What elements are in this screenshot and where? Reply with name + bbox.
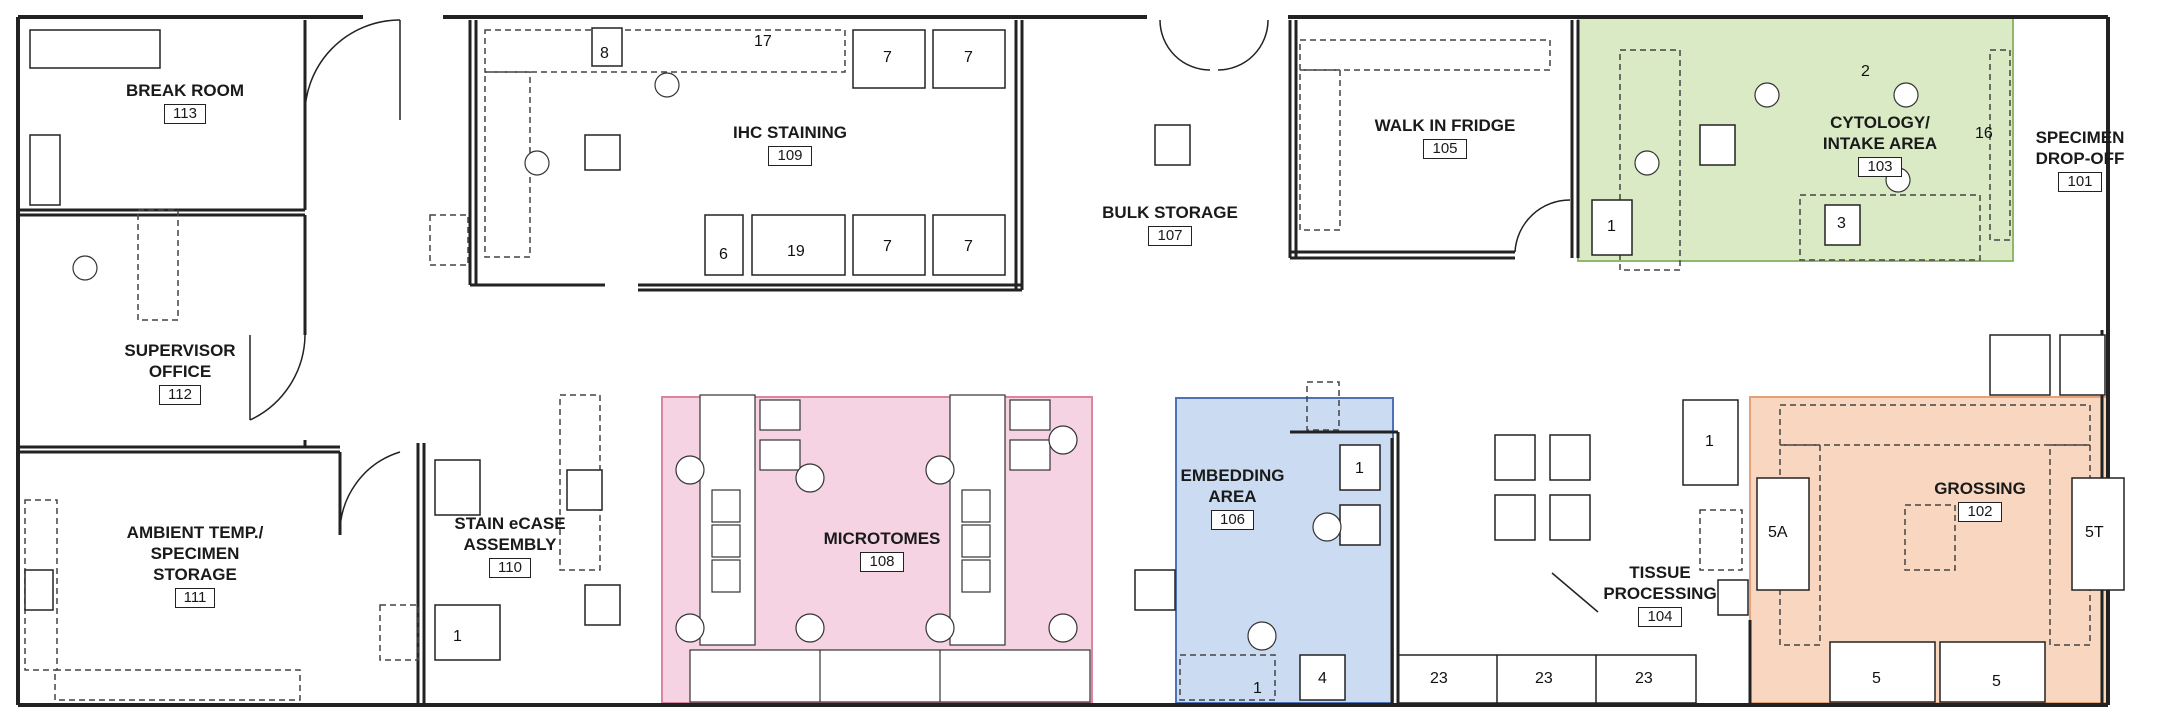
equipment-number: 1 [1607,218,1616,235]
equipment-number: 4 [1318,670,1327,687]
room-number: 110 [489,558,531,578]
room-number: 108 [860,552,904,572]
room-name: ASSEMBLY [463,535,557,554]
equipment-number: 5A [1768,524,1788,541]
equipment-number: 6 [719,246,728,263]
equipment-number: 1 [1253,680,1262,697]
room-label-fridge: WALK IN FRIDGE 105 [1365,115,1525,159]
room-name: STORAGE [153,565,237,584]
microtome-workstations [689,394,1091,703]
equipment-number: 16 [1975,125,1993,142]
room-name: GROSSING [1934,479,2026,498]
room-number: 113 [164,104,206,124]
room-name: DROP-OFF [2035,149,2125,168]
room-label-dropoff: SPECIMEN DROP-OFF 101 [2025,127,2135,192]
interior-walls [18,19,2104,705]
room-number: 104 [1638,607,1682,627]
room-label-break: BREAK ROOM 113 [120,80,250,124]
chairs [72,72,1919,651]
room-name: BULK STORAGE [1102,203,1238,222]
room-number: 105 [1423,139,1467,159]
room-number: 106 [1210,510,1255,530]
room-name: CYTOLOGY/ [1830,113,1930,132]
equipment-boxes [24,27,2125,703]
equipment-number: 19 [787,243,805,260]
equipment-number: 7 [883,238,892,255]
room-label-embedding: EMBEDDING AREA 106 [1175,465,1290,530]
room-label-cytology: CYTOLOGY/ INTAKE AREA 103 [1810,112,1950,177]
room-label-tissue: TISSUE PROCESSING 104 [1600,562,1720,627]
room-name: AREA [1208,487,1257,506]
room-name: IHC STAINING [733,123,847,142]
room-label-supervisor: SUPERVISOR OFFICE 112 [110,340,250,405]
equipment-number: 1 [1705,433,1714,450]
room-label-ambient: AMBIENT TEMP./ SPECIMEN STORAGE 111 [115,522,275,608]
room-number: 103 [1858,157,1902,177]
equipment-number: 5 [1872,670,1881,687]
room-name: MICROTOMES [823,529,941,548]
room-number: 102 [1958,502,2002,522]
room-number: 109 [768,146,812,166]
equipment-number: 7 [964,238,973,255]
room-number: 101 [2058,172,2102,192]
room-number: 107 [1148,226,1192,246]
room-name: EMBEDDING [1180,466,1285,485]
room-label-ihc: IHC STAINING 109 [715,122,865,166]
equipment-number: 23 [1535,670,1553,687]
equipment-number: 1 [1355,460,1364,477]
equipment-number: 3 [1837,215,1846,232]
equipment-number: 1 [453,628,462,645]
equipment-number: 2 [1861,63,1870,80]
room-name: SPECIMEN [2035,128,2125,147]
room-label-microtomes: MICROTOMES 108 [812,528,952,572]
room-name: SUPERVISOR [124,341,236,360]
equipment-number: 7 [964,49,973,66]
room-name: AMBIENT TEMP./ [126,523,264,542]
room-number: 112 [159,385,201,405]
equipment-number: 23 [1635,670,1653,687]
equipment-number: 17 [754,33,772,50]
room-name: SPECIMEN [150,544,240,563]
equipment-number: 7 [883,49,892,66]
room-label-stain: STAIN eCASE ASSEMBLY 110 [445,513,575,578]
room-name: PROCESSING [1603,584,1717,603]
room-number: 111 [174,588,216,608]
room-name: BREAK ROOM [125,81,245,100]
equipment-number: 8 [600,45,609,62]
room-name: INTAKE AREA [1822,134,1938,153]
room-name: STAIN eCASE [454,514,566,533]
room-label-grossing: GROSSING 102 [1910,478,2050,522]
zone-cytology [1577,17,2014,262]
exterior-walls [16,15,2110,707]
room-label-bulk: BULK STORAGE 107 [1095,202,1245,246]
equipment-number: 5T [2085,524,2104,541]
equipment-number: 5 [1992,673,2001,690]
room-name: TISSUE [1629,563,1691,582]
room-name: OFFICE [148,362,212,381]
equipment-number: 23 [1430,670,1448,687]
zone-embedding [1175,397,1394,704]
room-name: WALK IN FRIDGE [1374,116,1516,135]
